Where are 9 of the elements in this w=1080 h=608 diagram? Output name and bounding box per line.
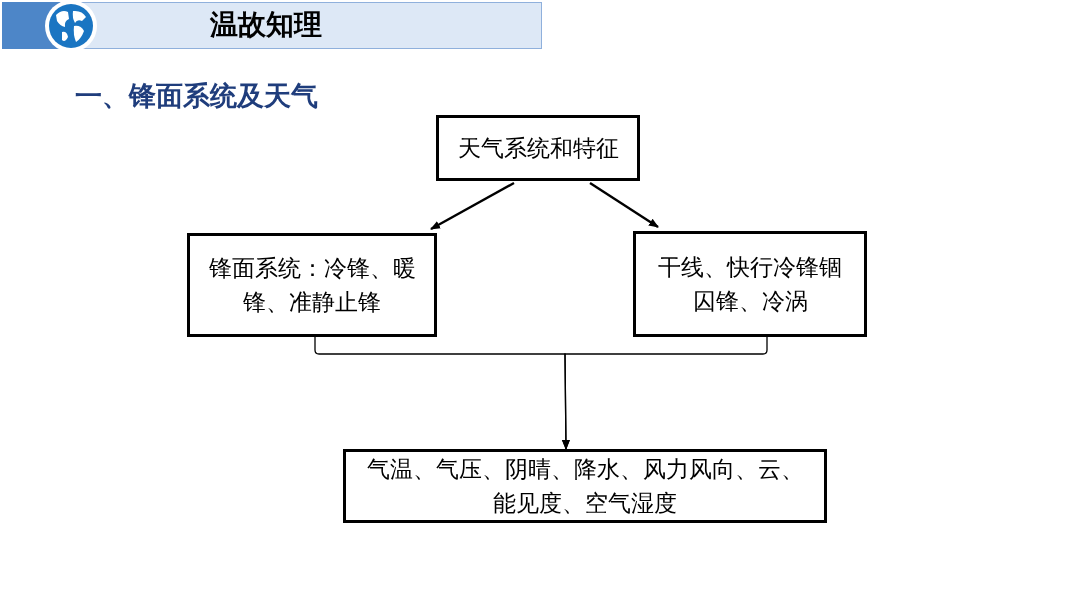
section-heading: 一、锋面系统及天气: [75, 79, 318, 113]
title: 温故知理: [210, 8, 322, 42]
text-box: 锋面系统：冷锋、暖锋、准静止锋: [187, 233, 437, 337]
arrow: [589, 182, 659, 228]
text-box: 干线、快行冷锋锢囚锋、冷涡: [633, 231, 867, 337]
text-box: 天气系统和特征: [436, 115, 640, 181]
text-box: 气温、气压、阴晴、降水、风力风向、云、能见度、空气湿度: [343, 449, 827, 523]
arrow: [561, 336, 768, 450]
arrow: [430, 181, 515, 231]
